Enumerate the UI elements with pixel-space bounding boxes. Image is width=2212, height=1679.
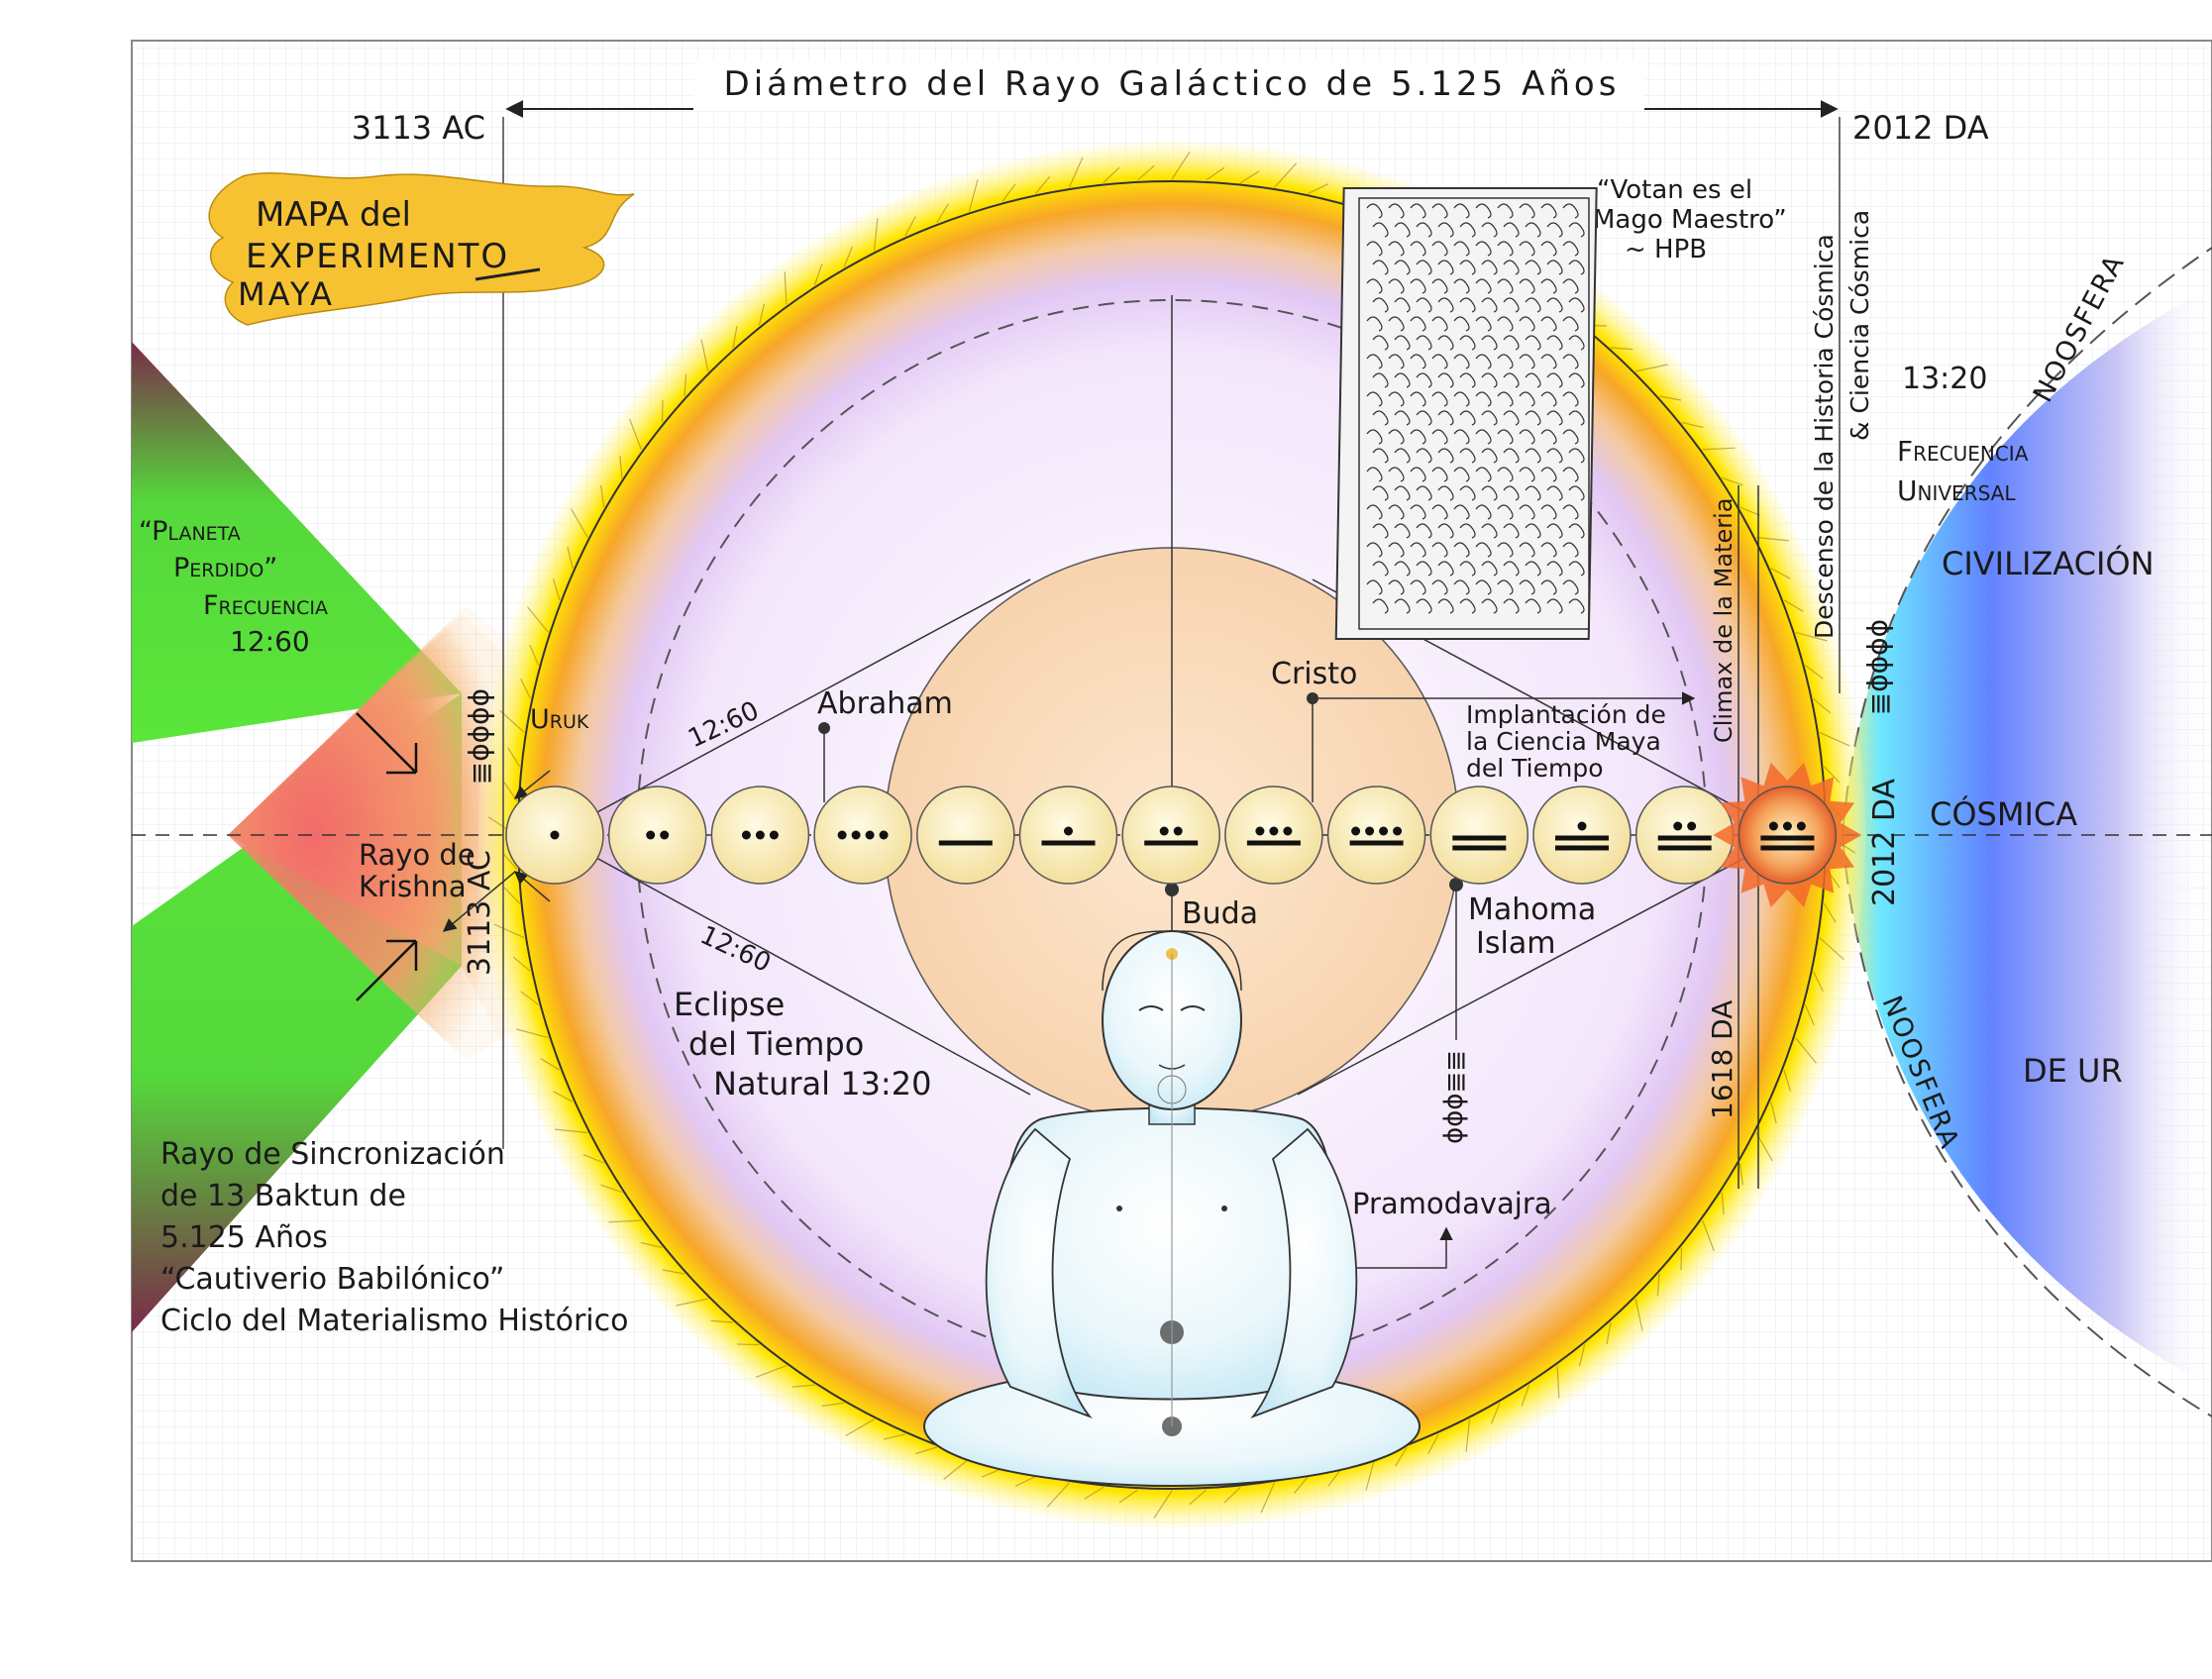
baktun-bead <box>1713 762 1862 908</box>
implantacion-2: la Ciencia Maya <box>1466 727 1661 756</box>
title-flag: MAPA del EXPERIMENTO MAYA <box>208 172 635 326</box>
arrow-down-right-icon <box>356 712 418 775</box>
universal-freq-label-1: Frecuencia <box>1897 435 2029 468</box>
diameter-title: Diámetro del Rayo Galáctico de 5.125 Año… <box>724 64 1621 104</box>
cycle-labels: Uruk 12:60 12:60 Abraham Cristo Buda Mah… <box>530 175 1902 1220</box>
sync-caption-line: Ciclo del Materialismo Histórico <box>160 1304 629 1338</box>
civilizacion-label: CIVILIZACIÓN <box>1942 544 2155 582</box>
de-ur-label: DE UR <box>2023 1052 2123 1090</box>
baktun-bead <box>1532 786 1632 885</box>
baktun-bead <box>916 786 1015 885</box>
frecuencia-label: Frecuencia <box>203 590 328 621</box>
date-1618: 1618 DA <box>1706 1000 1738 1119</box>
pramodavajra-label: Pramodavajra <box>1352 1187 1552 1220</box>
baktun-bead <box>710 786 810 885</box>
meditating-figure <box>923 930 1421 1487</box>
baktun-bead <box>1326 786 1426 885</box>
baktun-bead <box>607 786 707 885</box>
ciencia-cosmica-label: & Ciencia Cósmica <box>1845 210 1874 441</box>
diameter-header: Diámetro del Rayo Galáctico de 5.125 Año… <box>352 61 1989 1149</box>
implantacion-1: Implantación de <box>1466 700 1666 729</box>
baktun-bead <box>813 786 912 885</box>
end-date: 2012 DA <box>1852 109 1989 147</box>
eclipse-3: Natural 13:20 <box>713 1065 931 1102</box>
long-count-end-glyph: ϕϕϕϕ≣ <box>1865 619 1898 715</box>
baktun-sequence <box>505 762 1862 908</box>
descenso-label: Descenso de la Historia Cósmica <box>1810 234 1839 639</box>
universal-freq-label-2: Universal <box>1897 474 2016 507</box>
sync-caption-line: de 13 Baktun de <box>160 1179 406 1213</box>
start-date: 3113 AC <box>352 109 485 147</box>
cristo-label: Cristo <box>1271 657 1357 691</box>
baktun-bead <box>1121 786 1220 885</box>
planeta-line-1: “Planeta <box>139 516 241 547</box>
vertical-start-date: 3113 AC <box>463 850 497 976</box>
svg-text:ϕϕϕϕ≣: ϕϕϕϕ≣ <box>1865 619 1898 715</box>
left-labels: “Planeta Perdido” Frecuencia 12:60 Rayo … <box>139 516 629 1338</box>
frecuencia-value: 12:60 <box>230 625 310 658</box>
vertical-end-date: 2012 DA <box>1867 779 1902 906</box>
flag-line-2: EXPERIMENTO <box>246 237 509 276</box>
rayo-krishna-1: Rayo de <box>359 838 475 872</box>
votan-1: “Votan es el <box>1597 175 1752 205</box>
islam-label: Islam <box>1476 926 1555 961</box>
long-count-mid-glyph: ≣≣ϕϕϕ <box>1441 1050 1471 1144</box>
flag-line-1: MAPA del <box>256 195 411 235</box>
flag-line-3: MAYA <box>238 275 335 313</box>
sync-ray-caption: Rayo de Sincronización de 13 Baktun de 5.1… <box>160 1137 629 1338</box>
climax-label: Climax de la Materia <box>1710 498 1738 743</box>
universal-freq-value: 13:20 <box>1902 362 1987 396</box>
buda-label: Buda <box>1182 896 1258 931</box>
eclipse-1: Eclipse <box>674 986 785 1023</box>
svg-text:≣≣ϕϕϕ: ≣≣ϕϕϕ <box>1441 1050 1471 1144</box>
implantacion-3: del Tiempo <box>1466 754 1604 783</box>
planeta-line-2: Perdido” <box>173 553 277 583</box>
baktun-bead <box>1018 786 1118 885</box>
pakal-sarcophagus-image <box>1334 187 1598 640</box>
sync-caption-line: 5.125 Años <box>160 1220 328 1255</box>
svg-text:ϕϕϕϕ≣: ϕϕϕϕ≣ <box>467 688 499 785</box>
baktun-bead <box>1224 786 1323 885</box>
long-count-start-glyph: ϕϕϕϕ≣ <box>467 688 499 785</box>
eclipse-2: del Tiempo <box>688 1025 864 1063</box>
abraham-label: Abraham <box>817 686 953 721</box>
votan-2: Mago Maestro” <box>1593 205 1787 235</box>
votan-3: ~ HPB <box>1625 235 1707 264</box>
uruk-label: Uruk <box>530 704 589 735</box>
sync-caption-line: Rayo de Sincronización <box>160 1137 505 1172</box>
baktun-bead <box>1429 786 1529 885</box>
baktun-bead <box>505 786 604 885</box>
cosmica-label: CÓSMICA <box>1930 794 2077 833</box>
mahoma-label: Mahoma <box>1468 892 1596 927</box>
rayo-krishna-2: Krishna <box>359 870 467 903</box>
sync-caption-line: “Cautiverio Babilónico” <box>160 1262 504 1297</box>
left-frequency-panel <box>132 342 515 1332</box>
arrow-up-right-icon <box>356 939 418 1001</box>
